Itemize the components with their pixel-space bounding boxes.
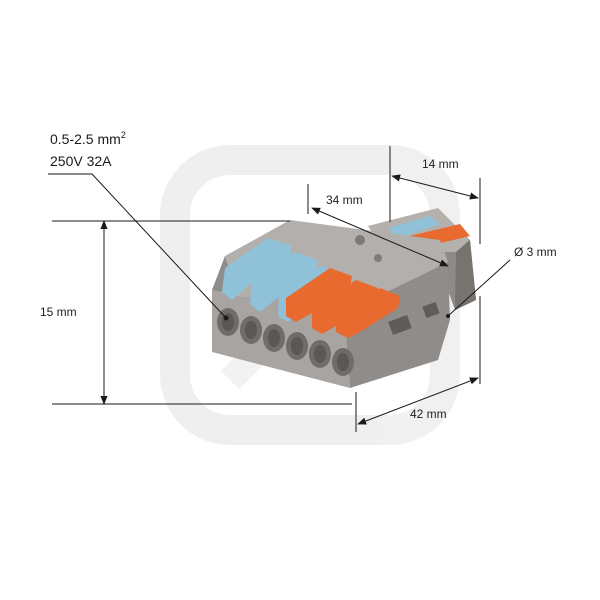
spec-rating: 250V 32A <box>50 153 112 169</box>
length-bottom-label: 42 mm <box>410 407 447 421</box>
height-label: 15 mm <box>40 305 77 319</box>
length-top-dimension <box>307 184 449 267</box>
spec-leader <box>48 173 229 321</box>
diameter-label: Ø 3 mm <box>514 245 557 259</box>
orange-levers <box>286 268 400 338</box>
height-dimension <box>52 220 352 405</box>
width-top-dimension <box>389 146 481 244</box>
width-top-label: 14 mm <box>422 157 459 171</box>
length-top-label: 34 mm <box>326 193 363 207</box>
wire-entry-holes <box>217 308 354 376</box>
length-bottom-dimension <box>355 296 481 432</box>
spec-wire-range: 0.5-2.5 mm2 <box>50 130 126 147</box>
diameter-leader <box>446 259 511 318</box>
